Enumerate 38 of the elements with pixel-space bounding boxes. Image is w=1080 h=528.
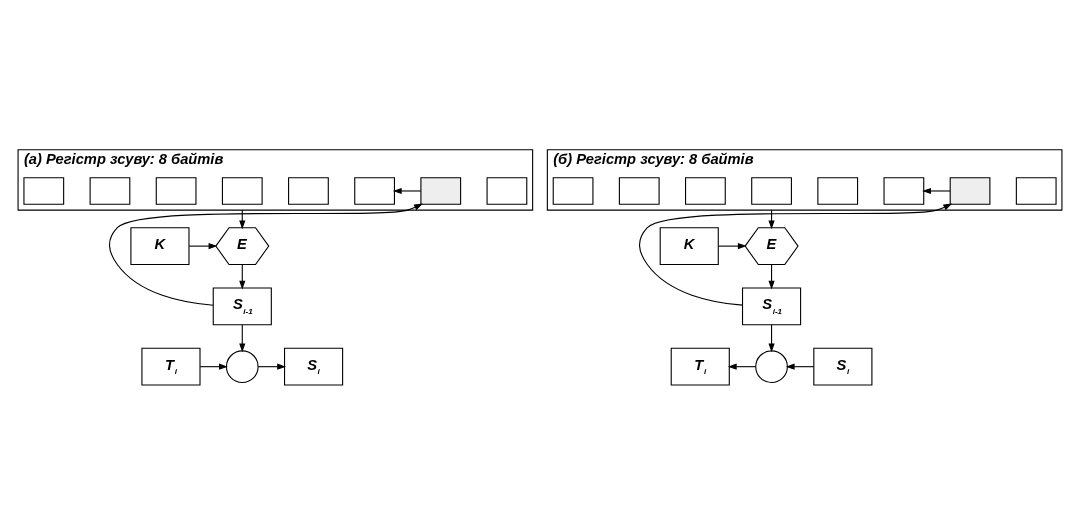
node-box: S$_{i-1}$ [212,286,272,325]
node-box [751,176,792,205]
arrow [922,187,951,194]
node-box: S$_{i-1}$ [742,286,802,325]
node-box: K [130,226,190,265]
node-box [552,176,594,205]
node-box [685,176,726,205]
node-box [89,176,131,205]
node-box: T$_{i}$ [670,347,730,386]
arrow [785,363,815,370]
arrow [727,363,756,370]
arrow [188,242,218,249]
node-circle [225,349,259,383]
node-box: K [659,226,719,265]
node-box [155,176,197,205]
arrow [199,363,228,370]
node-box [23,176,65,205]
node-box [817,176,859,205]
node-box: T$_{i}$ [141,347,201,386]
node-circle [755,349,788,383]
node-box [618,176,660,205]
node-box [949,176,991,205]
node-box [420,176,462,205]
arrow [768,323,775,352]
arrow [239,323,246,352]
arrow [717,242,747,249]
node-box [354,176,395,205]
node-box: S$_{i}$ [284,347,344,386]
arrow [257,363,286,370]
node-box [1015,176,1057,205]
node-box [486,176,528,205]
arrow [392,187,422,194]
arrow [639,203,953,306]
node-box [221,176,263,205]
arrow [108,203,423,306]
node-box [883,176,925,205]
node-box [288,176,329,205]
node-box: S$_{i}$ [813,347,873,386]
